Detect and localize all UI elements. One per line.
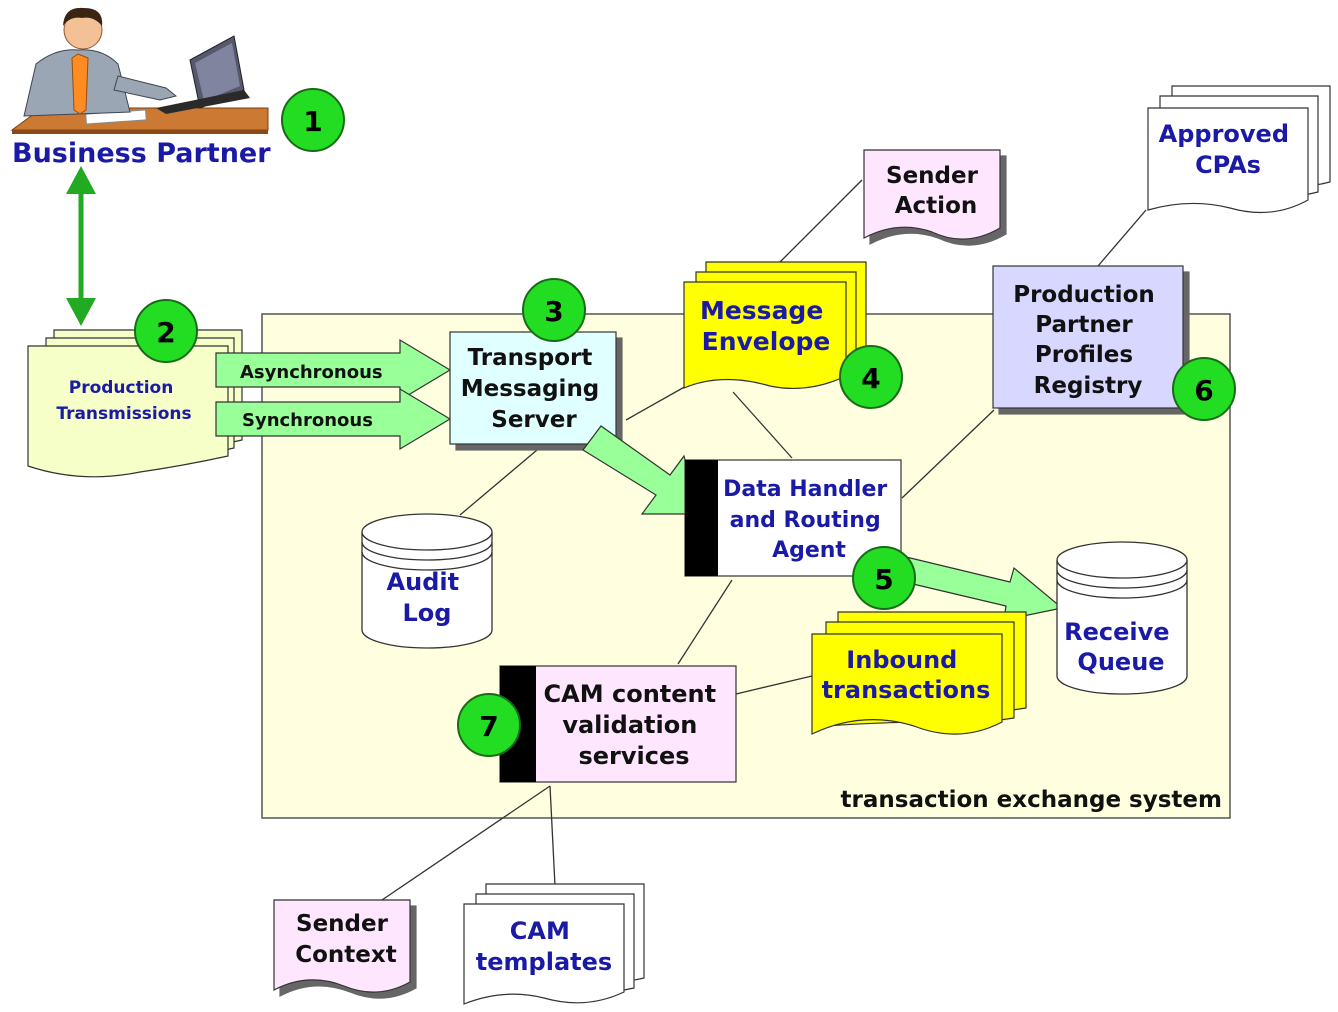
transport-messaging-server-label: Transport Messaging Server [461,345,608,433]
data-handler-label: Data Handler and Routing Agent [723,477,895,563]
step-marker-3: 3 [522,278,586,342]
message-envelope-document [683,261,867,390]
asynchronous-arrow [215,338,452,402]
sender-context-label: Sender Context [295,911,396,968]
data-handler-bar [685,460,718,576]
step-marker-6: 6 [1172,357,1236,421]
partner-registry-label: Production Partner Profiles Registry [1013,282,1163,399]
svg-text:4: 4 [861,362,880,395]
cam-templates-document [463,883,645,1005]
svg-text:7: 7 [479,710,498,743]
approved-cpas-label: Approved CPAs [1159,120,1298,179]
system-boundary-label: transaction exchange system [841,787,1222,813]
cam-validation-box [499,665,737,783]
cam-templates-label: CAM templates [476,917,612,976]
inbound-transactions-document [811,611,1027,735]
partner-registry-box [992,265,1184,409]
svg-text:2: 2 [156,316,175,349]
bidirectional-arrow [66,166,96,326]
svg-text:5: 5 [874,563,893,596]
production-transmissions-document [27,329,243,478]
approved-cpas-document [1147,85,1331,214]
receive-queue-label: Receive Queue [1064,618,1178,676]
step-marker-4: 4 [839,345,903,409]
svg-text:3: 3 [544,295,563,328]
sender-action-label: Sender Action [886,163,986,219]
connector-lines [381,179,1147,901]
audit-log-cylinder [361,513,493,649]
step-marker-5: 5 [852,546,916,610]
synchronous-label: Synchronous [242,410,373,431]
step-marker-7: 7 [457,693,521,757]
business-partner-label: Business Partner [12,138,271,169]
production-transmissions-label: Production Transmissions [56,378,191,424]
svg-text:1: 1 [303,105,322,138]
audit-log-label: Audit Log [387,568,468,627]
synchronous-arrow [215,387,452,451]
step-marker-1: 1 [281,88,345,152]
inbound-transactions-label: Inbound transactions [822,646,991,704]
svg-text:6: 6 [1194,374,1213,407]
business-partner-figure [10,7,269,134]
sender-action-document [863,149,1001,240]
sender-context-document [273,899,411,993]
transport-messaging-server-box [449,331,617,445]
cam-validation-label: CAM content validation services [544,680,725,770]
receive-queue-cylinder [1056,541,1188,695]
message-envelope-label: Message Envelope [700,296,832,356]
step-marker-2: 2 [134,299,198,363]
asynchronous-label: Asynchronous [240,362,383,383]
